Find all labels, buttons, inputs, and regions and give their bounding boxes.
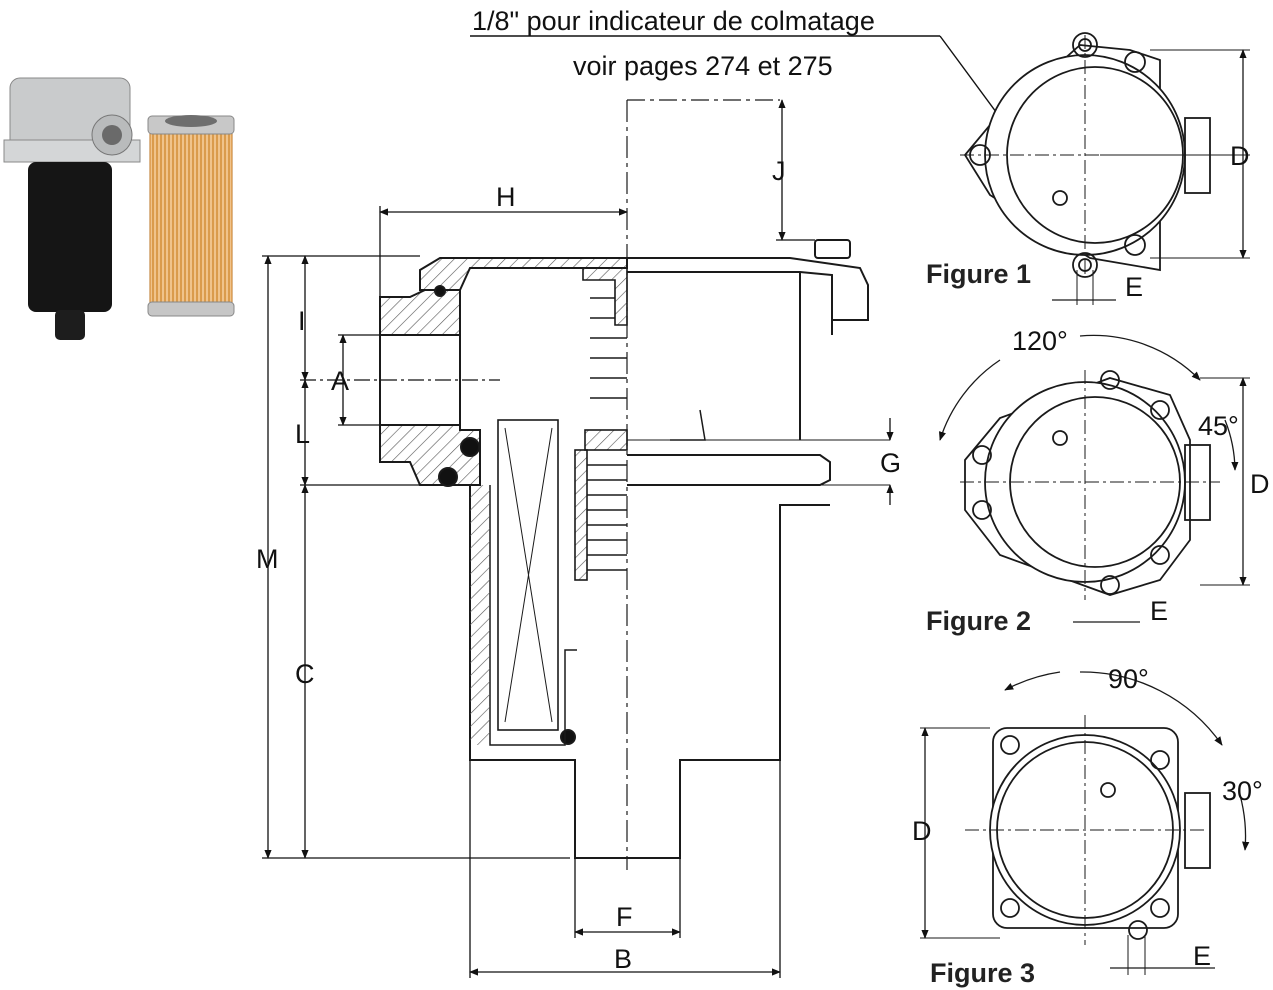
dim-M: M — [256, 544, 279, 574]
spring-top — [582, 267, 628, 399]
dim-A: A — [331, 366, 349, 396]
dim-L: L — [295, 419, 310, 449]
figure-2-angle-120: 120° — [1012, 326, 1068, 356]
figure-2-dim-D: D — [1250, 469, 1270, 499]
photo-black-tube — [28, 162, 112, 312]
figure-3-dim-D: D — [912, 816, 932, 846]
note-line2: voir pages 274 et 275 — [573, 51, 833, 81]
figure-1-title: Figure 1 — [926, 259, 1031, 289]
dim-I: I — [298, 306, 306, 336]
note-line1: 1/8" pour indicateur de colmatage — [472, 6, 875, 36]
figure-2-dim-E: E — [1150, 596, 1168, 626]
inlet-port-section — [379, 289, 461, 336]
dim-F: F — [616, 902, 633, 932]
figure-3-title: Figure 3 — [930, 958, 1035, 988]
bypass-valve — [574, 429, 628, 581]
figure-2-title: Figure 2 — [926, 606, 1031, 636]
dimension-labels: M C I L A H J G F B — [256, 156, 901, 974]
figure-3-dim-E: E — [1193, 941, 1211, 971]
dim-B: B — [614, 944, 632, 974]
dim-G: G — [880, 448, 901, 478]
clogging-indicator-note: 1/8" pour indicateur de colmatage voir p… — [470, 6, 1059, 197]
figure-3-angle-90: 90° — [1108, 664, 1149, 694]
figure-2-angle-45: 45° — [1198, 411, 1239, 441]
section-view — [379, 99, 890, 870]
figure-1 — [960, 32, 1250, 305]
figure-1-dim-E: E — [1125, 272, 1143, 302]
filter-element-section — [497, 419, 559, 731]
dimension-lines — [262, 99, 894, 978]
dim-C: C — [295, 659, 315, 689]
figure-3 — [920, 671, 1250, 975]
dim-H: H — [496, 182, 516, 212]
figure-3-angle-30: 30° — [1222, 776, 1263, 806]
dim-J: J — [772, 156, 786, 186]
figure-2 — [938, 334, 1250, 623]
bowl-wall — [469, 485, 830, 859]
product-photo — [3, 77, 235, 340]
figure-1-dim-D: D — [1230, 141, 1250, 171]
